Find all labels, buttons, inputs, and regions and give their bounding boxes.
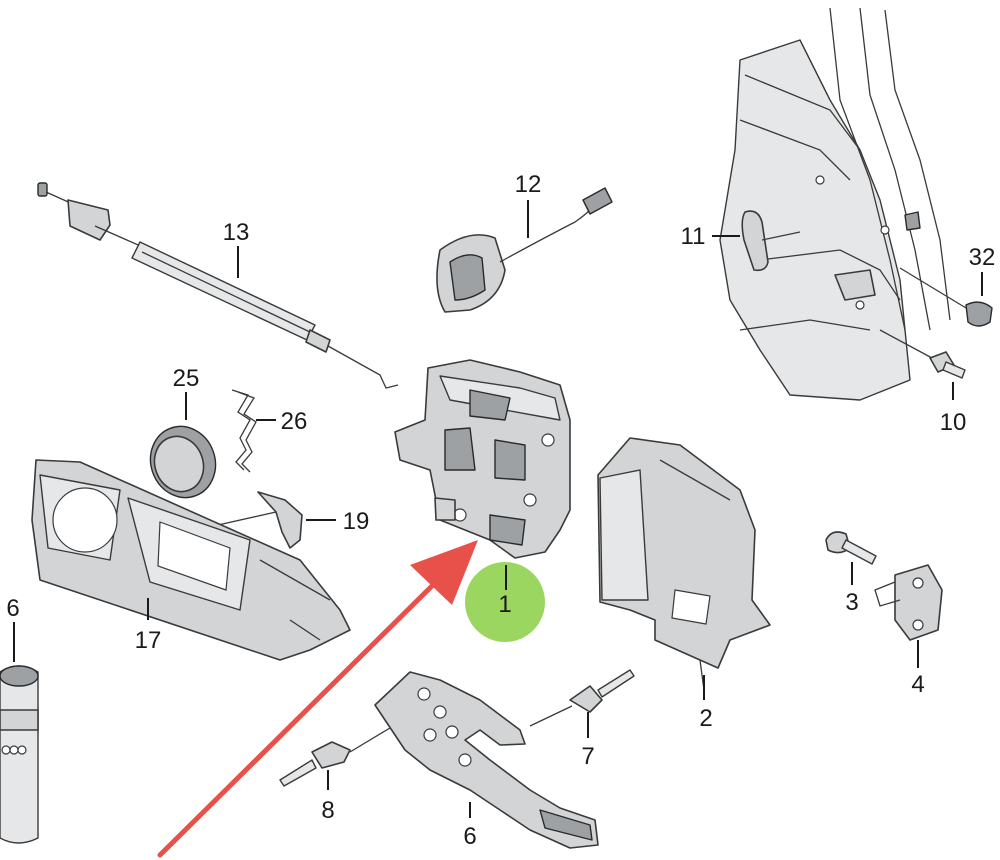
- callout-6-can: 6: [6, 595, 19, 622]
- callout-3: 3: [845, 589, 858, 616]
- callout-6-bracket: 6: [463, 823, 476, 850]
- part-13-cable-rod: [37, 182, 399, 389]
- part-1-door-lock: [394, 359, 571, 559]
- part-12-wire-with-cap: [436, 187, 613, 313]
- callout-8: 8: [321, 797, 334, 824]
- part-2-cover: [597, 437, 771, 691]
- part-6-bracket: [374, 671, 599, 849]
- callout-25: 25: [173, 365, 200, 392]
- callout-32: 32: [969, 244, 996, 271]
- part-8-pin: [279, 727, 391, 787]
- part-19-lever: [217, 491, 303, 549]
- callout-17: 17: [135, 627, 162, 654]
- part-3-screw: [825, 531, 877, 565]
- part-26-spring-clip: [231, 389, 257, 473]
- leader-lines: [13, 200, 983, 818]
- callout-1: 1: [498, 591, 511, 618]
- part-10-bolt: [879, 329, 966, 379]
- callout-11: 11: [681, 223, 706, 250]
- door-frame-section: [719, 7, 951, 401]
- callout-26: 26: [281, 408, 308, 435]
- part-4-striker: [874, 564, 943, 641]
- part-6-spray-can: [0, 665, 39, 844]
- part-11-clip: [741, 210, 801, 272]
- part-1-highlight-marker: [465, 562, 545, 642]
- callout-13: 13: [223, 219, 250, 246]
- callout-12: 12: [515, 171, 542, 198]
- part-17-handle-housing: [31, 459, 351, 661]
- callout-4: 4: [911, 671, 924, 698]
- callout-2: 2: [699, 705, 712, 732]
- callout-19: 19: [343, 508, 370, 535]
- part-25-grille: [149, 425, 217, 499]
- part-7-pin: [529, 669, 635, 727]
- part-32-plug: [899, 267, 993, 327]
- callout-7: 7: [581, 743, 594, 770]
- highlight-arrow: [157, 540, 478, 858]
- callout-10: 10: [940, 409, 967, 436]
